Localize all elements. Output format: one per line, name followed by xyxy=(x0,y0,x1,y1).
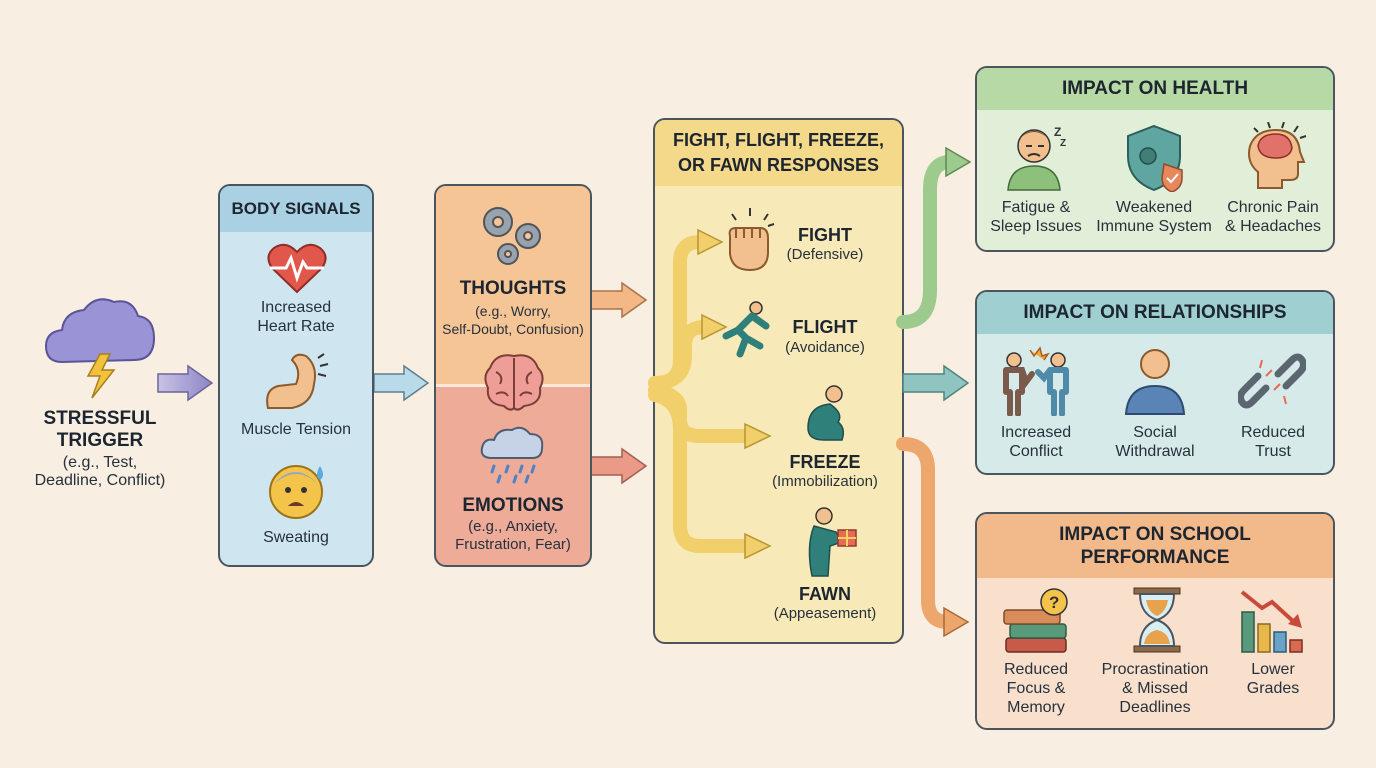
impact-health-header: IMPACT ON HEALTH xyxy=(977,68,1333,110)
falling-grades-chart-icon xyxy=(1238,586,1308,654)
impact-item-label: Procrastination & Missed Deadlines xyxy=(1101,661,1209,716)
thoughts-title: THOUGHTS xyxy=(459,278,567,299)
gears-icon xyxy=(476,200,552,268)
response-description: (Immobilization) xyxy=(772,473,878,490)
response-description: (Appeasement) xyxy=(773,605,877,622)
impact-school-header: IMPACT ON SCHOOL PERFORMANCE xyxy=(977,514,1333,578)
storm-cloud-icon xyxy=(40,292,160,402)
arrow-to-health xyxy=(896,155,957,329)
response-description: (Avoidance) xyxy=(785,339,865,356)
flexed-arm-icon xyxy=(262,350,332,412)
withdrawn-person-icon xyxy=(1124,346,1186,416)
response-title: FLIGHT xyxy=(792,317,858,337)
arrow-to-school xyxy=(896,437,955,629)
shield-virus-icon xyxy=(1124,124,1188,192)
running-person-icon xyxy=(716,300,776,360)
response-arrowheads xyxy=(697,228,772,560)
body-signals-header: BODY SIGNALS xyxy=(220,186,372,232)
trigger-title: STRESSFUL TRIGGER xyxy=(43,408,157,451)
arguing-people-icon xyxy=(996,346,1078,416)
heart-rate-icon xyxy=(266,240,328,296)
body-signal-label: Muscle Tension xyxy=(241,421,351,438)
thoughts-description: (e.g., Worry, Self-Doubt, Confusion) xyxy=(442,303,584,337)
response-title: FREEZE xyxy=(789,452,861,472)
svg-text:Z: Z xyxy=(1060,138,1066,149)
brain-icon xyxy=(482,350,546,412)
response-title: FAWN xyxy=(799,584,851,604)
svg-text:Z: Z xyxy=(1054,125,1061,139)
body-signal-label: Sweating xyxy=(263,529,329,546)
headache-head-icon xyxy=(1244,122,1308,192)
arrow-body-to-mind xyxy=(373,364,430,402)
impact-item-label: Fatigue & Sleep Issues xyxy=(990,199,1082,235)
thoughts-section xyxy=(436,186,590,384)
emotions-title: EMOTIONS xyxy=(462,495,564,516)
body-signal-label: Increased Heart Rate xyxy=(257,299,335,335)
arrow-thoughts-to-responses xyxy=(590,281,648,319)
impact-item-label: Reduced Focus & Memory xyxy=(1003,661,1069,716)
impact-item-label: Chronic Pain & Headaches xyxy=(1224,199,1322,235)
books-question-icon: ? xyxy=(1000,586,1074,656)
impact-item-label: Increased Conflict xyxy=(1000,424,1072,460)
svg-text:?: ? xyxy=(1049,593,1059,612)
response-branch-arrows xyxy=(648,235,752,553)
response-title: FIGHT xyxy=(798,225,852,245)
impact-item-label: Social Withdrawal xyxy=(1115,424,1195,460)
gift-giving-person-icon xyxy=(798,506,862,578)
fist-icon xyxy=(722,206,778,274)
emotions-description: (e.g., Anxiety, Frustration, Fear) xyxy=(455,518,571,553)
hourglass-icon xyxy=(1132,586,1182,654)
response-description: (Defensive) xyxy=(786,246,864,263)
impact-item-label: Reduced Trust xyxy=(1240,424,1306,460)
impact-item-label: Weakened Immune System xyxy=(1096,199,1212,235)
sweating-face-icon xyxy=(266,458,328,520)
arrow-trigger-to-body xyxy=(157,364,214,402)
arrow-emotions-to-responses xyxy=(590,447,648,485)
impact-item-label: Lower Grades xyxy=(1246,661,1300,697)
impact-relationships-panel: IMPACT ON RELATIONSHIPS xyxy=(975,290,1335,475)
impact-relationships-header: IMPACT ON RELATIONSHIPS xyxy=(977,292,1333,334)
arrow-to-relationships xyxy=(902,364,970,402)
broken-chain-icon xyxy=(1238,346,1306,416)
trigger-description: (e.g., Test, Deadline, Conflict) xyxy=(34,454,166,489)
curled-person-icon xyxy=(794,384,854,444)
rain-cloud-icon xyxy=(478,424,548,486)
